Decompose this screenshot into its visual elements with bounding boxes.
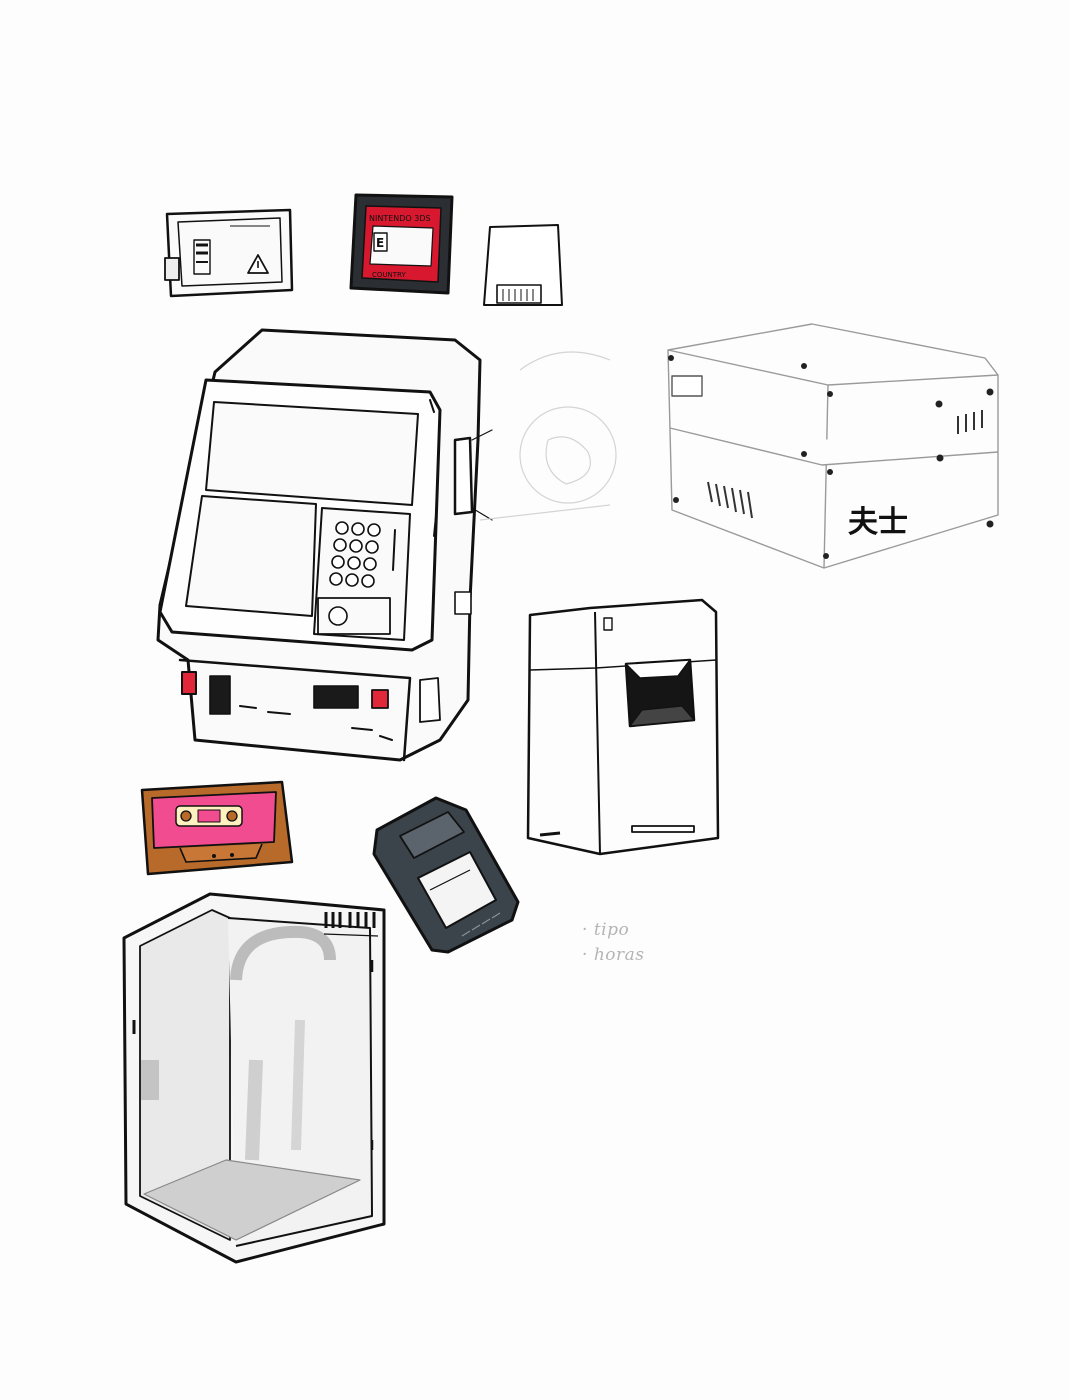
kiosk-machine [156, 328, 493, 762]
cassette-tape [140, 780, 294, 876]
white-cartridge [164, 208, 294, 298]
pencil-device-box: 夫士 [667, 323, 999, 569]
warning-icon [247, 254, 269, 274]
memory-card [483, 224, 563, 306]
3ds-game-card: NINTENDO 3DS E COUNTRY [349, 193, 454, 295]
keypad-icon [329, 521, 381, 588]
game-card-label-bottom: COUNTRY [372, 271, 406, 279]
kanji-sticker: 夫士 [848, 505, 908, 540]
glass-booth [122, 892, 386, 1264]
handwritten-note-2: · horas [582, 945, 644, 965]
dark-handheld-device [372, 796, 520, 954]
pencil-sketch [479, 351, 617, 521]
note-tipo: tipo [593, 920, 630, 940]
game-card-rating: E [376, 236, 384, 250]
note-bullet: · [582, 945, 594, 965]
note-bullet: · [582, 920, 594, 940]
note-horas: horas [593, 945, 645, 965]
game-card-label-top: NINTENDO 3DS [369, 214, 431, 223]
rating-e-icon: E [373, 232, 388, 252]
barcode-icon [324, 912, 376, 928]
dispenser-cabinet [526, 598, 720, 856]
handwritten-note-1: · tipo [582, 920, 629, 940]
